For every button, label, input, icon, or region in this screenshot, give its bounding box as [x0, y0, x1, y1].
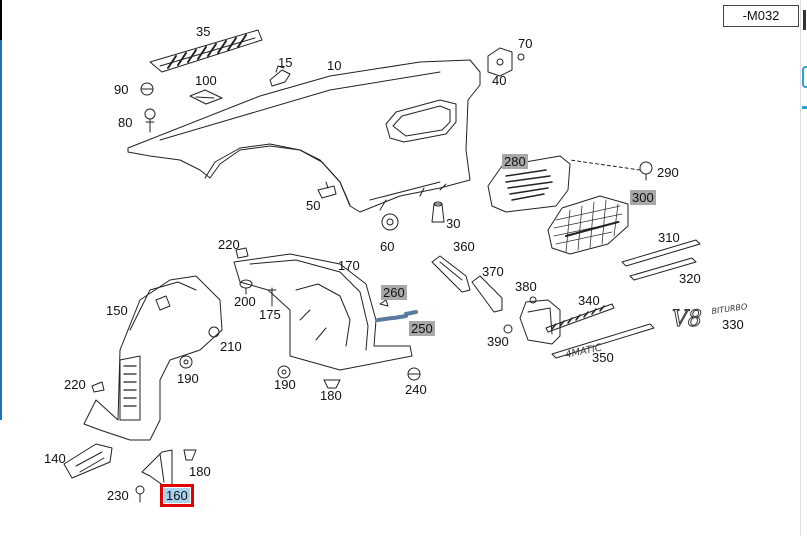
part-30-plug [431, 201, 445, 223]
callout-35[interactable]: 35 [196, 24, 211, 39]
badge-biturbo: BITURBO [711, 302, 748, 316]
part-150-wheel-arch-liner [83, 275, 223, 441]
callout-290[interactable]: 290 [657, 165, 679, 180]
part-300-vent-grille [547, 195, 629, 255]
part-190-nut-b [277, 365, 291, 379]
callout-190-left[interactable]: 190 [177, 371, 199, 386]
part-310-trim-strip [621, 239, 701, 267]
part-50-grommet [317, 181, 337, 199]
part-80-screw [144, 108, 156, 133]
part-350-fender-trim [551, 323, 655, 359]
callout-390[interactable]: 390 [487, 334, 509, 349]
callout-300[interactable]: 300 [630, 190, 656, 205]
part-390-clip [503, 324, 513, 334]
right-panel-edge [800, 0, 807, 536]
callout-40[interactable]: 40 [492, 73, 507, 88]
callout-60[interactable]: 60 [380, 239, 395, 254]
callout-350[interactable]: 350 [592, 350, 614, 365]
callout-190-center[interactable]: 190 [274, 377, 296, 392]
part-35-vent-grille [149, 29, 263, 73]
callout-240[interactable]: 240 [405, 382, 427, 397]
badge-v8: V8 [672, 307, 702, 332]
callout-210[interactable]: 210 [220, 339, 242, 354]
part-160-trim-piece [141, 449, 173, 487]
callout-10[interactable]: 10 [327, 58, 342, 73]
part-180-screw-a [323, 379, 341, 389]
callout-170[interactable]: 170 [338, 258, 360, 273]
part-175-screw [267, 287, 277, 307]
part-240-nut [407, 367, 421, 381]
callout-160-selected[interactable]: 160 [160, 484, 194, 507]
callout-180-bottom[interactable]: 180 [189, 464, 211, 479]
part-100-pad [189, 89, 223, 105]
callout-220-left[interactable]: 220 [64, 377, 86, 392]
callout-100[interactable]: 100 [195, 73, 217, 88]
part-140-bracket [63, 443, 113, 479]
part-220-clip-a [235, 247, 249, 259]
callout-175[interactable]: 175 [259, 307, 281, 322]
part-280-vent-frame [487, 155, 571, 213]
part-10-front-fender [127, 59, 481, 213]
callout-340[interactable]: 340 [578, 293, 600, 308]
side-tab-icon[interactable] [802, 66, 807, 88]
callout-140[interactable]: 140 [44, 451, 66, 466]
diagram-reference-code: -M032 [723, 5, 799, 27]
callout-50[interactable]: 50 [306, 198, 321, 213]
side-marker-icon [802, 106, 807, 109]
callout-310[interactable]: 310 [658, 230, 680, 245]
callout-280[interactable]: 280 [502, 154, 528, 169]
callout-220-top[interactable]: 220 [218, 237, 240, 252]
window-edge [0, 0, 2, 40]
callout-90[interactable]: 90 [114, 82, 129, 97]
callout-30[interactable]: 30 [446, 216, 461, 231]
part-260-clip [379, 299, 389, 307]
part-180-screw-b [183, 449, 197, 461]
part-370-gasket [471, 275, 503, 313]
part-60-nut [381, 213, 399, 231]
part-210-washer [208, 326, 220, 338]
callout-80[interactable]: 80 [118, 115, 133, 130]
part-380-bezel [519, 296, 561, 345]
callout-200[interactable]: 200 [234, 294, 256, 309]
part-200-clip [239, 279, 253, 295]
part-90-nut [140, 82, 154, 96]
part-40-bracket [487, 47, 513, 77]
callout-360[interactable]: 360 [453, 239, 475, 254]
callout-230[interactable]: 230 [107, 488, 129, 503]
callout-180-center[interactable]: 180 [320, 388, 342, 403]
part-70-screw [517, 53, 525, 61]
part-340-chrome-trim [545, 303, 615, 333]
callout-70[interactable]: 70 [518, 36, 533, 51]
callout-320[interactable]: 320 [679, 271, 701, 286]
left-accent-strip [0, 40, 2, 420]
part-190-nut-a [179, 355, 193, 369]
callout-380[interactable]: 380 [515, 279, 537, 294]
scroll-handle-icon[interactable] [803, 10, 806, 30]
part-220-clip-b [91, 381, 105, 393]
part-320-trim-strip [629, 257, 697, 281]
part-230-bolt [135, 485, 145, 503]
part-360-side-lamp [431, 255, 471, 293]
callout-260[interactable]: 260 [381, 285, 407, 300]
callout-370[interactable]: 370 [482, 264, 504, 279]
part-290-screw [569, 159, 653, 181]
callout-150[interactable]: 150 [106, 303, 128, 318]
part-15-clip [269, 65, 291, 87]
part-250-seal-strips [376, 310, 418, 322]
callout-250[interactable]: 250 [409, 321, 435, 336]
callout-15[interactable]: 15 [278, 55, 293, 70]
callout-330[interactable]: 330 [722, 317, 744, 332]
